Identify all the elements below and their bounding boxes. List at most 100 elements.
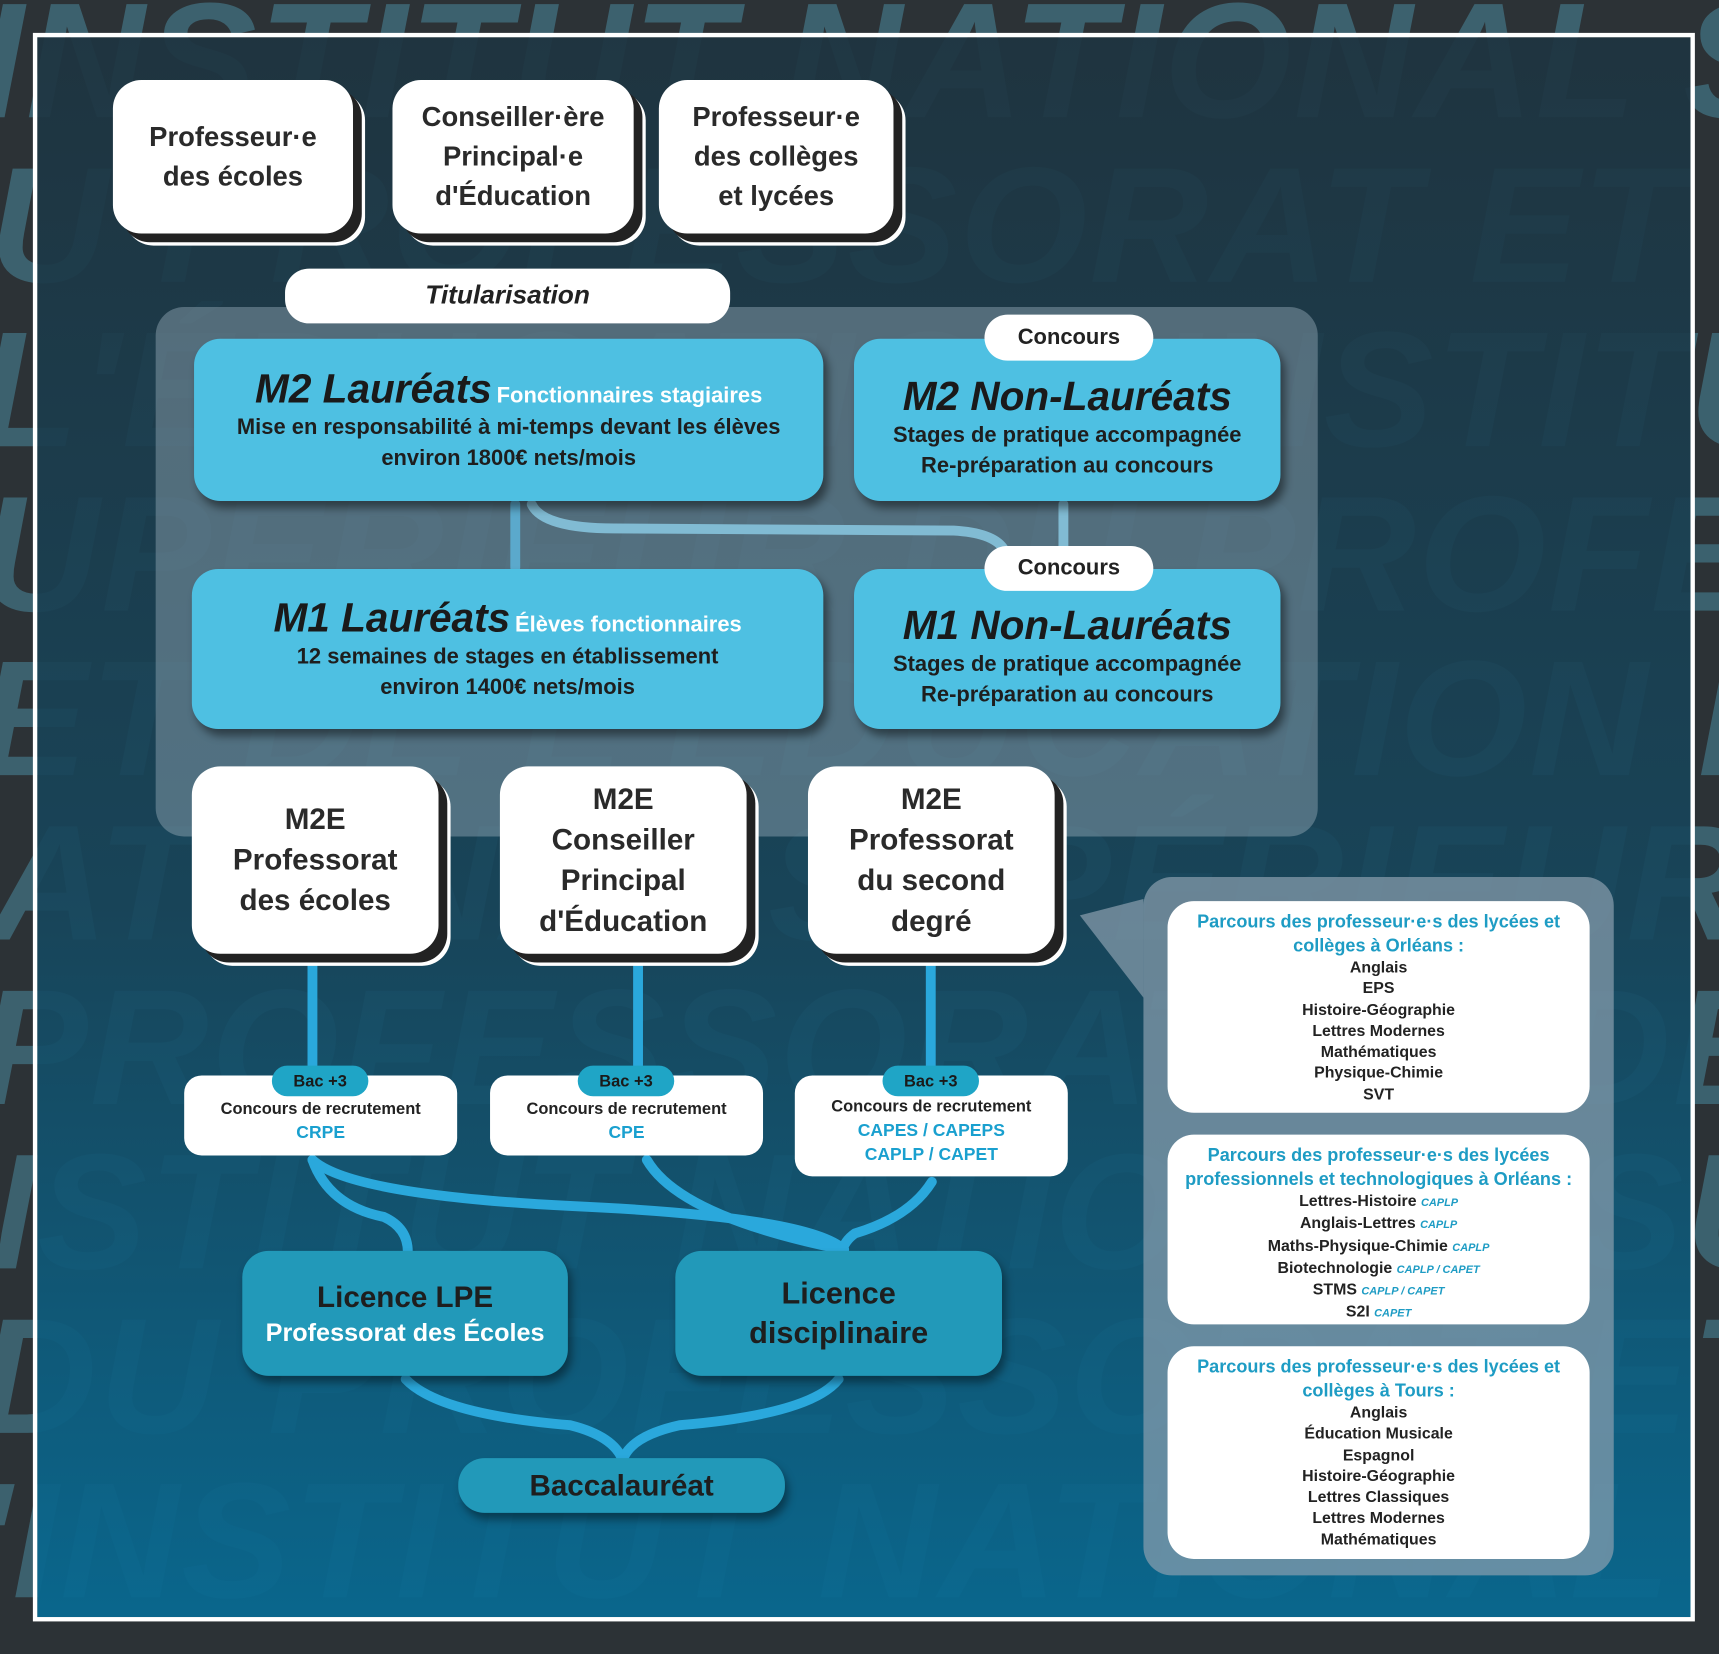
m2e-label: M2E <box>900 782 962 816</box>
career-professeur-ecoles: Professeur·e des écoles <box>112 80 354 234</box>
m2e-label: M2E <box>284 802 346 836</box>
concours-tag: CAPLP <box>1420 1219 1458 1232</box>
m2e-label: du second <box>857 863 1006 897</box>
parcours-card: Parcours des professeur·e·s des lycées e… <box>1167 901 1590 1113</box>
subject-name: Physique-Chimie <box>1314 1065 1444 1083</box>
subject-name: Histoire-Géographie <box>1302 1001 1455 1020</box>
parcours-item: Lettres Classiques <box>1168 1488 1590 1509</box>
m2-laureats-box: M2 Lauréats Fonctionnaires stagiaires Mi… <box>194 338 824 502</box>
parcours-item: SVT <box>1168 1085 1590 1106</box>
parcours-item: Éducation Musicale <box>1168 1424 1590 1445</box>
m2e-second-degre: M2E Professorat du second degré <box>807 766 1055 954</box>
m1-laureats-subtitle: Élèves fonctionnaires <box>515 612 742 637</box>
m2-laureats-subtitle: Fonctionnaires stagiaires <box>496 383 763 408</box>
career-label: des collèges <box>693 141 859 173</box>
m2-laureats-title: M2 Lauréats <box>255 366 492 412</box>
m2e-label: Principal <box>560 863 686 897</box>
subject-name: Anglais <box>1349 959 1408 977</box>
subject-name: Mathématiques <box>1320 1043 1437 1062</box>
m2-laureats-salary: environ 1800€ nets/mois <box>381 446 637 471</box>
bac3-badge: Bac +3 <box>882 1065 979 1097</box>
m1-laureats-box: M1 Lauréats Élèves fonctionnaires 12 sem… <box>191 568 824 730</box>
concours-tag: CAPLP / CAPET <box>1361 1286 1445 1299</box>
connector-m2l-m1n <box>526 499 1009 554</box>
concours-name: CPE <box>608 1123 645 1142</box>
m2e-professorat-ecoles: M2E Professorat des écoles <box>191 766 439 954</box>
parcours-item: Lettres Modernes <box>1168 1509 1590 1530</box>
m2-non-laureats-title: M2 Non-Lauréats <box>902 373 1232 419</box>
parcours-item: EPS <box>1168 979 1590 1000</box>
subject-name: STMS <box>1312 1281 1357 1300</box>
bac3-badge: Bac +3 <box>271 1065 369 1097</box>
parcours-item: Mathématiques <box>1168 1530 1590 1551</box>
concours-name: CAPLP / CAPET <box>864 1145 998 1165</box>
m2e-label: M2E <box>592 782 654 816</box>
m1-non-laureats-detail: Re-préparation au concours <box>921 682 1214 708</box>
parcours-title: professionnels et technologiques à Orléa… <box>1185 1169 1573 1190</box>
career-label: des écoles <box>162 161 304 192</box>
subject-name: Lettres Modernes <box>1312 1510 1445 1528</box>
subject-name: Lettres Classiques <box>1307 1488 1450 1507</box>
parcours-title: Parcours des professeur·e·s des lycées <box>1207 1145 1550 1166</box>
parcours-item: Espagnol <box>1168 1446 1590 1467</box>
concours-label: Concours <box>984 545 1154 591</box>
concours-tag: CAPLP <box>1452 1241 1490 1254</box>
subject-name: Lettres-Histoire <box>1299 1192 1417 1211</box>
licence-title: Licence LPE <box>317 1280 494 1314</box>
subject-name: Anglais <box>1349 1404 1408 1422</box>
parcours-item: Maths-Physique-Chimie CAPLP <box>1168 1236 1590 1258</box>
m2e-label: Professorat <box>849 822 1014 856</box>
parcours-item: Anglais-Lettres CAPLP <box>1168 1214 1590 1236</box>
callout-pointer <box>1079 898 1144 998</box>
m2-non-laureats-detail: Stages de pratique accompagnée <box>892 423 1242 448</box>
m2-laureats-detail: Mise en responsabilité à mi-temps devant… <box>236 415 781 440</box>
subject-name: Mathématiques <box>1320 1531 1437 1549</box>
concours-label: Concours de recrutement <box>526 1099 727 1118</box>
concours-label: Concours <box>984 314 1154 361</box>
career-label: d'Éducation <box>435 180 591 212</box>
subject-name: Éducation Musicale <box>1304 1425 1453 1444</box>
m1-laureats-detail: 12 semaines de stages en établissement <box>296 644 719 669</box>
parcours-item: STMS CAPLP / CAPET <box>1168 1281 1590 1303</box>
parcours-item: Anglais <box>1168 1403 1590 1424</box>
subject-name: Anglais-Lettres <box>1299 1215 1416 1233</box>
concours-tag: CAPET <box>1374 1308 1412 1321</box>
baccalaureat-box: Baccalauréat <box>458 1458 785 1513</box>
concours-label: Concours de recrutement <box>831 1097 1032 1117</box>
m1-laureats-title: M1 Lauréats <box>273 595 511 641</box>
m2e-label: des écoles <box>239 883 391 917</box>
subject-name: Espagnol <box>1342 1446 1415 1465</box>
subject-name: Biotechnologie <box>1277 1259 1393 1278</box>
career-label: et lycées <box>718 180 835 212</box>
parcours-item: Histoire-Géographie <box>1168 1000 1590 1021</box>
m2-non-laureats-detail: Re-préparation au concours <box>921 453 1214 478</box>
parcours-item: Lettres Modernes <box>1168 1022 1590 1043</box>
licence-lpe-box: Licence LPE Professorat des Écoles <box>242 1250 568 1376</box>
career-label: Professeur·e <box>149 121 317 153</box>
concours-tag: CAPLP <box>1420 1197 1459 1210</box>
parcours-title: Parcours des professeur·e·s des lycées e… <box>1197 1357 1561 1377</box>
subject-name: SVT <box>1363 1086 1395 1104</box>
m1-non-laureats-title: M1 Non-Lauréats <box>902 602 1232 648</box>
m2e-label: Professorat <box>232 843 398 876</box>
parcours-title: Parcours des professeur·e·s des lycées e… <box>1197 912 1561 932</box>
subject-name: EPS <box>1362 980 1395 998</box>
licence-subtitle: Professorat des Écoles <box>265 1317 545 1347</box>
subject-name: Maths-Physique-Chimie <box>1267 1237 1448 1255</box>
parcours-item: Mathématiques <box>1168 1043 1590 1064</box>
m2-non-laureats-box: M2 Non-Lauréats Stages de pratique accom… <box>854 338 1281 502</box>
career-label: Principal·e <box>442 141 584 173</box>
concours-tag: CAPLP / CAPET <box>1396 1263 1480 1276</box>
m1-non-laureats-box: M1 Non-Lauréats Stages de pratique accom… <box>854 568 1281 730</box>
parcours-title: collèges à Orléans : <box>1293 936 1465 956</box>
m2e-label: degré <box>891 903 972 937</box>
parcours-item: Physique-Chimie <box>1168 1064 1590 1085</box>
parcours-item: Histoire-Géographie <box>1168 1467 1590 1488</box>
